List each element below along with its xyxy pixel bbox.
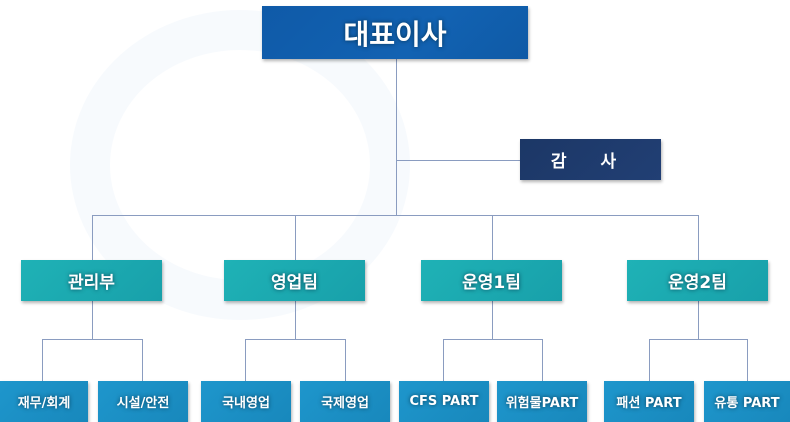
connector: [542, 339, 543, 381]
connector: [443, 339, 444, 381]
connector: [245, 339, 346, 340]
audit-node: 감 사: [520, 139, 661, 180]
team-admin: 관리부: [21, 260, 162, 301]
connector: [492, 301, 493, 339]
connector: [396, 160, 520, 161]
connector: [92, 301, 93, 339]
team-sales: 영업팀: [224, 260, 365, 301]
team-ops2: 운영2팀: [627, 260, 768, 301]
sub-distribution: 유통 PART: [704, 381, 790, 422]
connector: [747, 339, 748, 381]
sub-cfs: CFS PART: [399, 381, 489, 422]
connector: [295, 215, 296, 260]
ceo-node: 대표이사: [262, 6, 528, 59]
connector: [649, 339, 748, 340]
connector: [396, 59, 397, 215]
sub-finance: 재무/회계: [0, 381, 88, 422]
sub-intl-sales: 국제영업: [300, 381, 390, 422]
connector: [345, 339, 346, 381]
connector: [698, 301, 699, 339]
connector: [42, 339, 143, 340]
sub-domestic-sales: 국내영업: [201, 381, 291, 422]
sub-facility: 시설/안전: [98, 381, 188, 422]
sub-fashion: 패션 PART: [604, 381, 694, 422]
connector: [698, 215, 699, 260]
connector: [92, 215, 699, 216]
connector: [295, 301, 296, 339]
team-ops1: 운영1팀: [421, 260, 562, 301]
connector: [245, 339, 246, 381]
connector: [649, 339, 650, 381]
connector: [92, 215, 93, 260]
connector: [142, 339, 143, 381]
connector: [492, 215, 493, 260]
sub-hazmat: 위험물PART: [497, 381, 587, 422]
connector: [42, 339, 43, 381]
connector: [443, 339, 543, 340]
